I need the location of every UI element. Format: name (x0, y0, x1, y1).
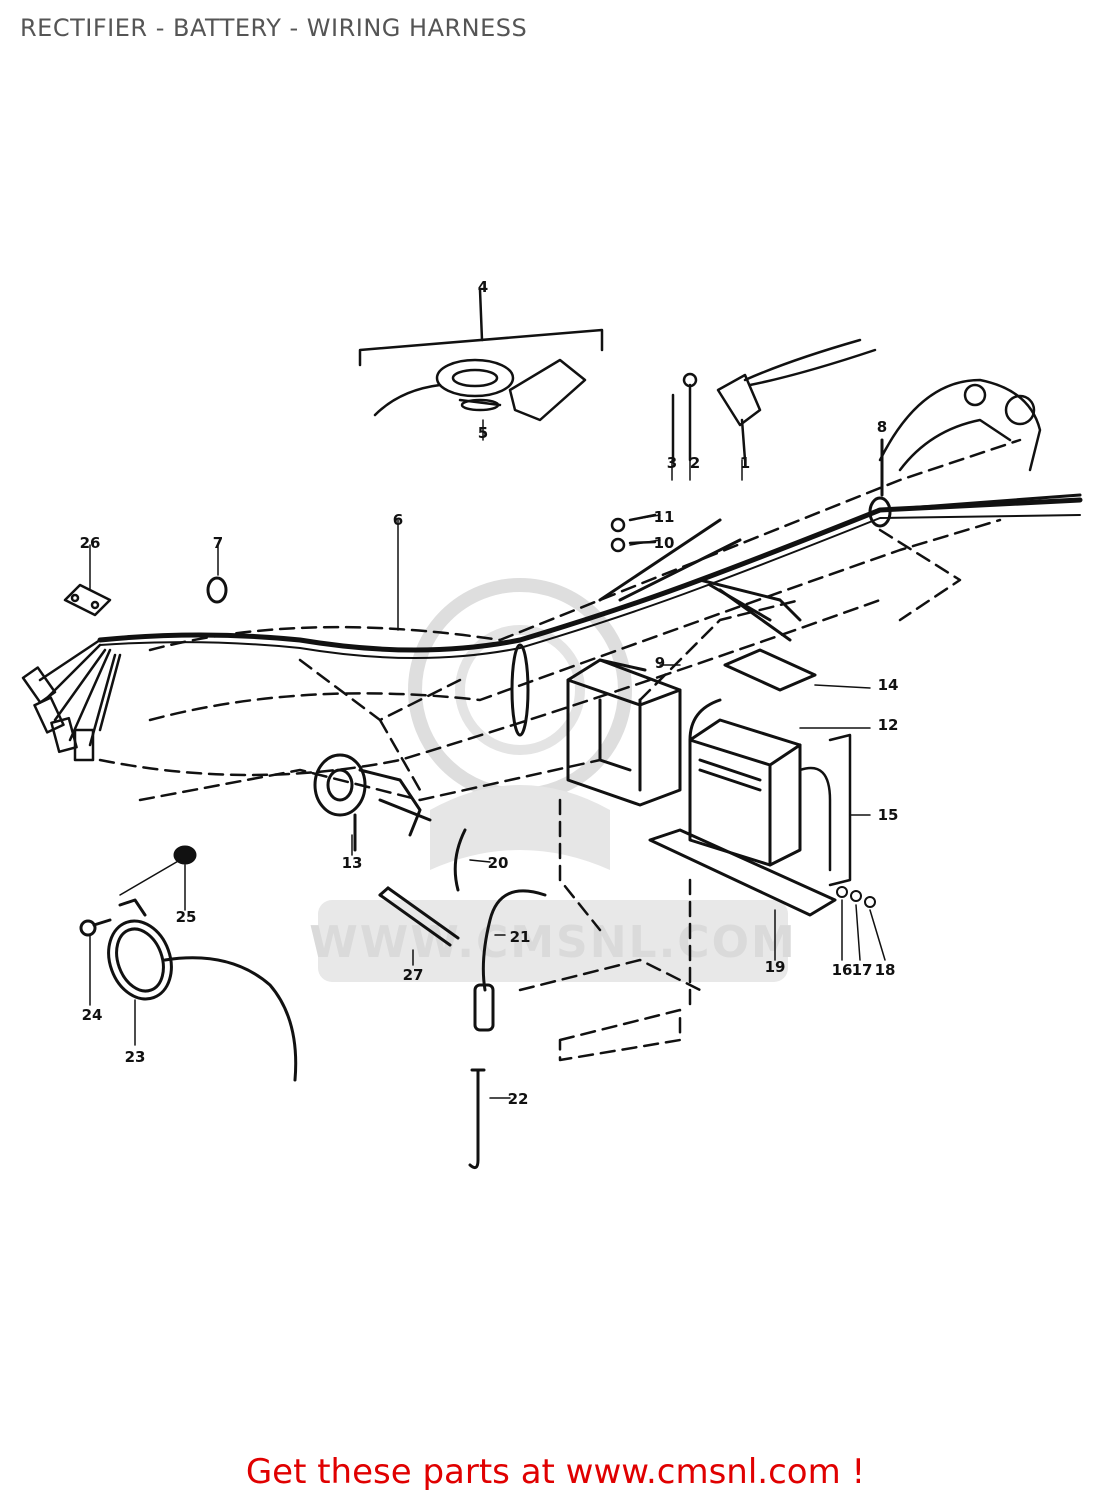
callout-15: 15 (878, 806, 899, 824)
part-8-grommet (868, 438, 892, 528)
part-22-hook (468, 1068, 486, 1170)
callout-1: 1 (740, 454, 750, 472)
callout-13: 13 (342, 854, 363, 872)
part-26-clamp (63, 583, 112, 617)
part-27-socket (378, 886, 460, 947)
part-14-pad (723, 648, 817, 692)
callout-26: 26 (80, 534, 101, 552)
watermark-text: WWW.CMSNL.COM (309, 917, 797, 968)
callout-24: 24 (82, 1006, 103, 1024)
part-21-cable (473, 889, 547, 1032)
callout-12: 12 (878, 716, 899, 734)
part-9-battery-case (566, 658, 682, 807)
part-19-ignition-switch (313, 753, 432, 852)
callout-8: 8 (877, 418, 887, 436)
part-19-plate (648, 828, 837, 917)
callout-25: 25 (176, 908, 197, 926)
callout-10: 10 (654, 534, 675, 552)
frame-head (878, 378, 1042, 472)
callout-4: 4 (478, 278, 488, 296)
part-16-18-bolts (836, 886, 876, 908)
part-15-band (798, 733, 852, 887)
watermark: WWW.CMSNL.COM (309, 578, 797, 982)
part-7-nut (206, 576, 228, 604)
callout-23: 23 (125, 1048, 146, 1066)
part-20-spring (453, 828, 467, 892)
part-12-battery (688, 698, 802, 867)
callout-7: 7 (213, 534, 223, 552)
callout-19: 19 (765, 958, 786, 976)
part-25-grommet (173, 845, 197, 865)
callout-3: 3 (667, 454, 677, 472)
part-10-fuse (610, 513, 657, 553)
callout-16: 16 (832, 961, 853, 979)
callout-14: 14 (878, 676, 899, 694)
callout-17: 17 (852, 961, 873, 979)
callout-18: 18 (875, 961, 896, 979)
callout-2: 2 (690, 454, 700, 472)
callout-20: 20 (488, 854, 509, 872)
callout-6: 6 (393, 511, 403, 529)
callout-5: 5 (478, 424, 488, 442)
part-1-rectifier (671, 338, 877, 462)
frame-outline (98, 438, 1022, 1062)
part-4-rectifier-group (358, 288, 604, 422)
part-23-lamp (107, 898, 298, 1082)
part-24-screw (79, 918, 112, 937)
callout-27: 27 (403, 966, 424, 984)
footer-link[interactable]: Get these parts at www.cmsnl.com ! (0, 1452, 1111, 1492)
callout-21: 21 (510, 928, 531, 946)
callout-numbers: 1 2 3 4 5 6 7 8 9 10 11 12 14 15 16 17 1… (80, 278, 899, 1108)
callout-9: 9 (655, 654, 665, 672)
callout-22: 22 (508, 1090, 529, 1108)
leader-lines (89, 419, 886, 1099)
callout-11: 11 (654, 508, 675, 526)
get-parts-link[interactable]: Get these parts at www.cmsnl.com ! (245, 1452, 866, 1492)
wiring-harness (97, 493, 1083, 737)
page-title: RECTIFIER - BATTERY - WIRING HARNESS (20, 14, 528, 42)
connector-bundle (21, 638, 122, 762)
